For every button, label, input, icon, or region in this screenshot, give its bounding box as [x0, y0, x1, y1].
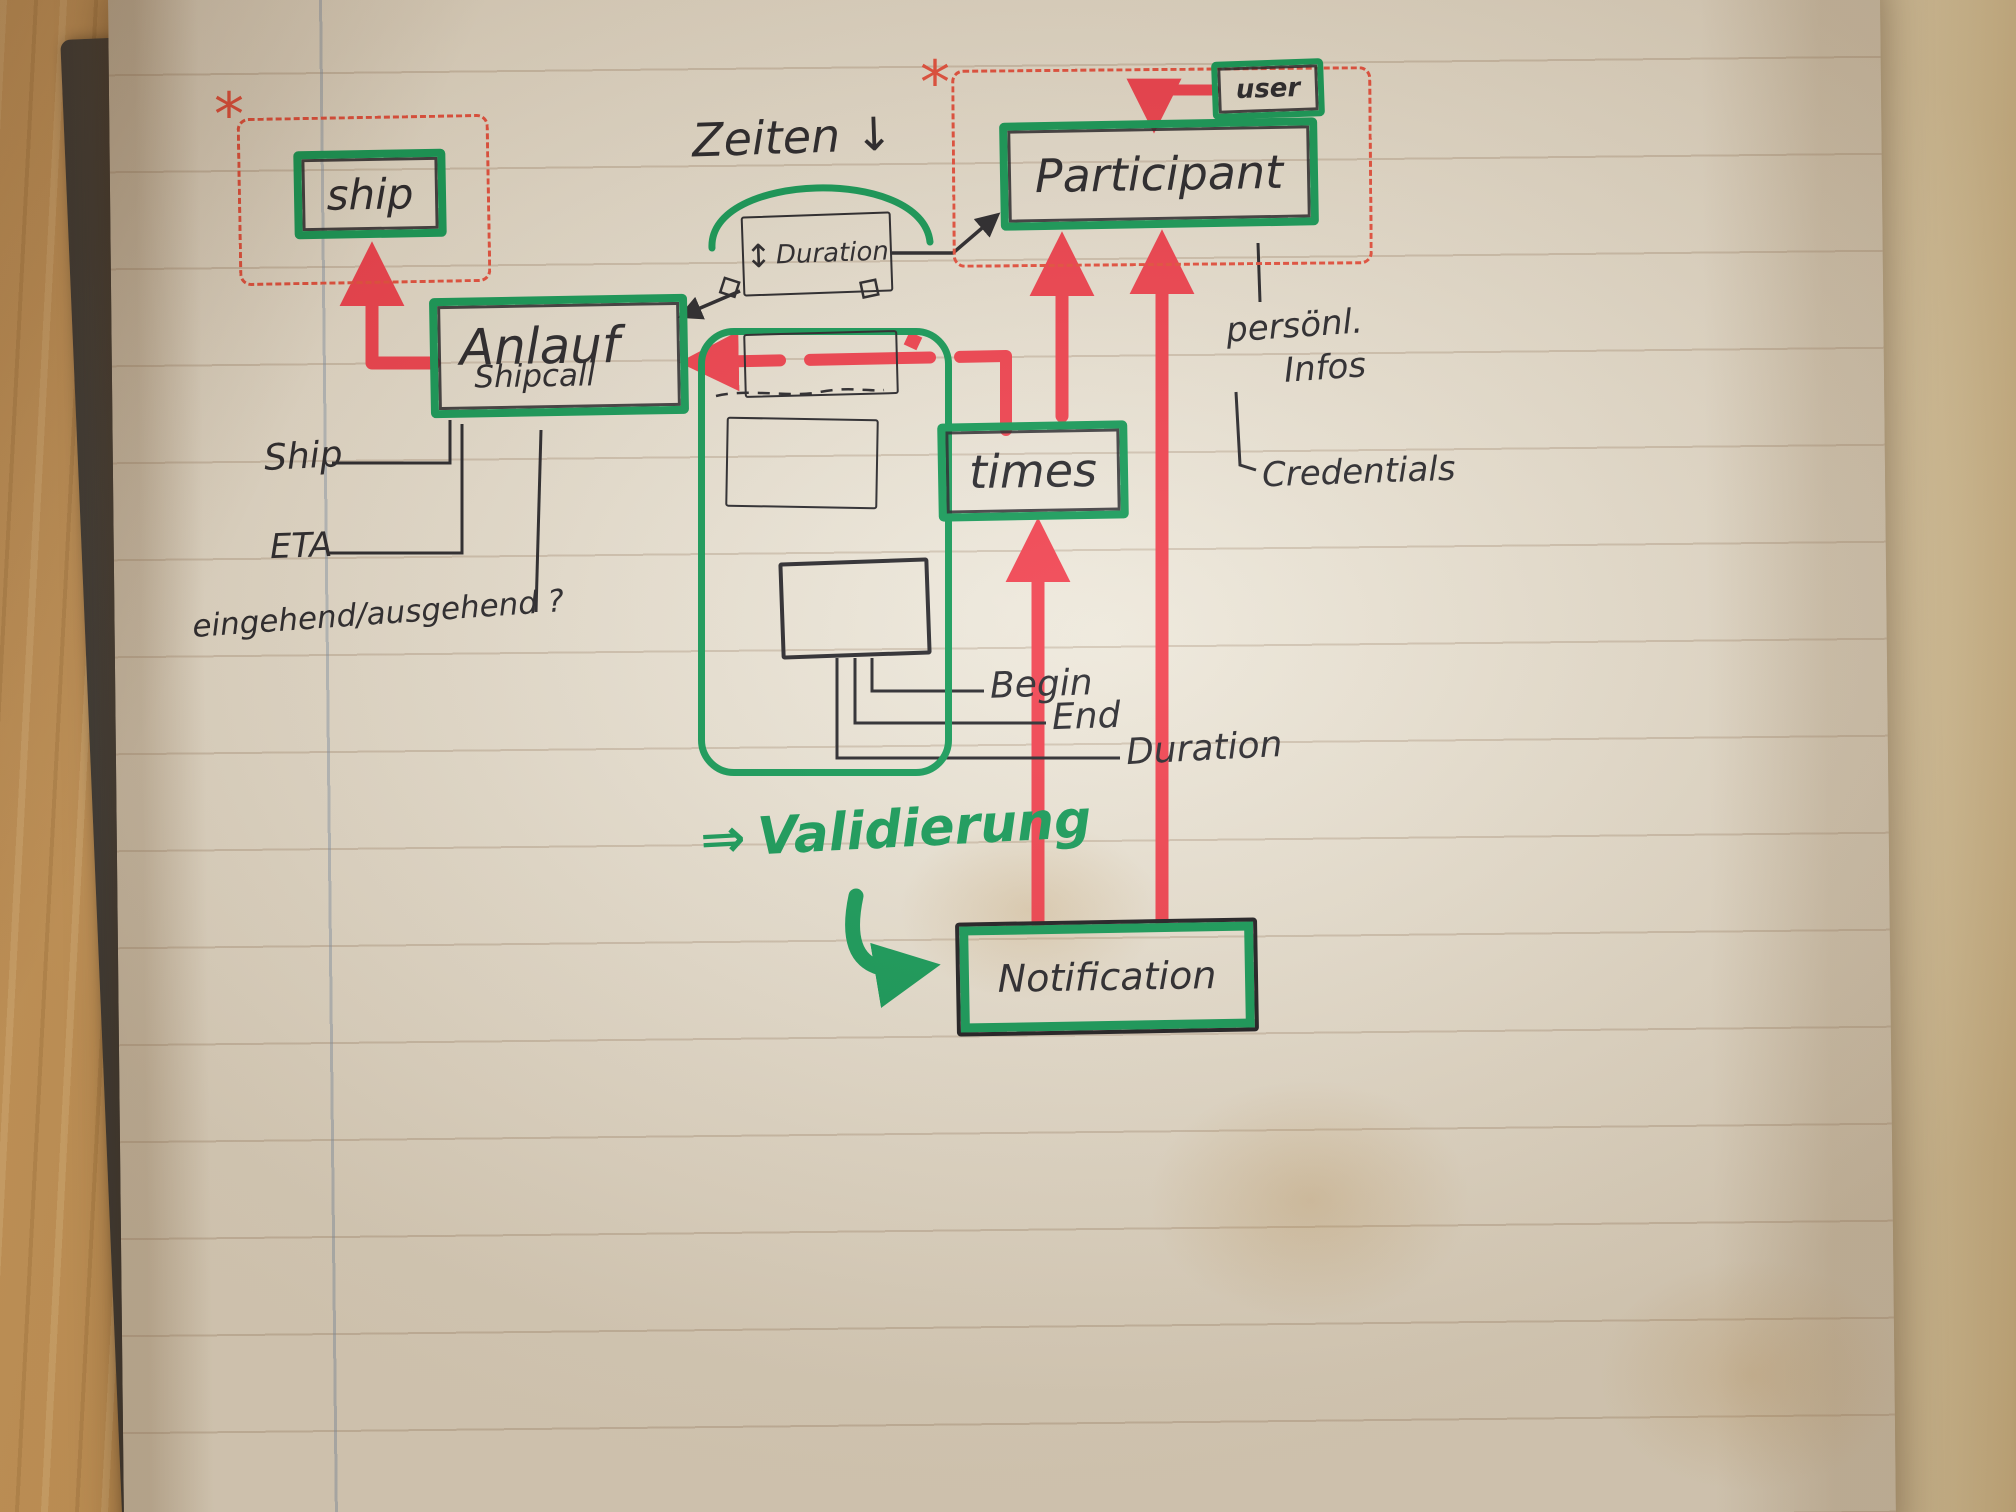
- notification-box: Notification: [955, 917, 1259, 1037]
- arrow-duration-to-anlauf: [677, 289, 741, 320]
- participant-box: Participant: [999, 117, 1319, 231]
- times-box: times: [937, 420, 1129, 522]
- ship-attr-label: Ship: [262, 433, 344, 480]
- anlauf-box-subtitle: Shipcall: [474, 356, 596, 395]
- persoenl-infos-label-line1: persönl.: [1224, 301, 1365, 351]
- eta-attr-label: ETA: [269, 524, 334, 568]
- asterisk-icon: *: [214, 80, 244, 150]
- validierung-label: ⇒ Validierung: [699, 788, 1093, 871]
- participant-box-label: Participant: [1034, 144, 1284, 204]
- end-attr-label: End: [1051, 694, 1122, 739]
- duration-attr-label: Duration: [1125, 723, 1284, 774]
- persoenl-infos-label-line2: Infos: [1282, 345, 1368, 391]
- notification-box-label: Notification: [997, 953, 1217, 1001]
- connector-ship-attr: [332, 420, 452, 465]
- sketch-box-1: [743, 329, 899, 399]
- connector-credentials: [1234, 391, 1257, 472]
- duration-box: ↕ Duration: [740, 211, 894, 297]
- anlauf-box: Anlauf Shipcall: [428, 293, 690, 419]
- connector-eta-attr: [328, 424, 464, 555]
- duration-box-label: Duration: [775, 236, 890, 271]
- validierung-word: Validierung: [755, 789, 1093, 867]
- sketch-box-2: [725, 416, 879, 510]
- sketch-box-3: [778, 557, 932, 660]
- einaus-attr-label: eingehend/ausgehend ?: [191, 583, 566, 645]
- user-box-label: user: [1235, 72, 1301, 106]
- credentials-label: Credentials: [1261, 448, 1457, 496]
- vertical-arrow-icon: ↕: [744, 236, 773, 276]
- zeiten-label: Zeiten ↓: [691, 106, 895, 168]
- asterisk-icon: *: [920, 48, 950, 118]
- connector-square-icon: [718, 276, 741, 299]
- implies-arrow-icon: ⇒: [698, 805, 748, 872]
- ship-box-label: ship: [326, 168, 414, 220]
- green-curved-arrow: [845, 888, 941, 1008]
- times-box-label: times: [968, 442, 1098, 500]
- ship-box: ship: [293, 148, 447, 240]
- zeiten-group-container: [698, 328, 952, 776]
- user-box: user: [1211, 58, 1325, 120]
